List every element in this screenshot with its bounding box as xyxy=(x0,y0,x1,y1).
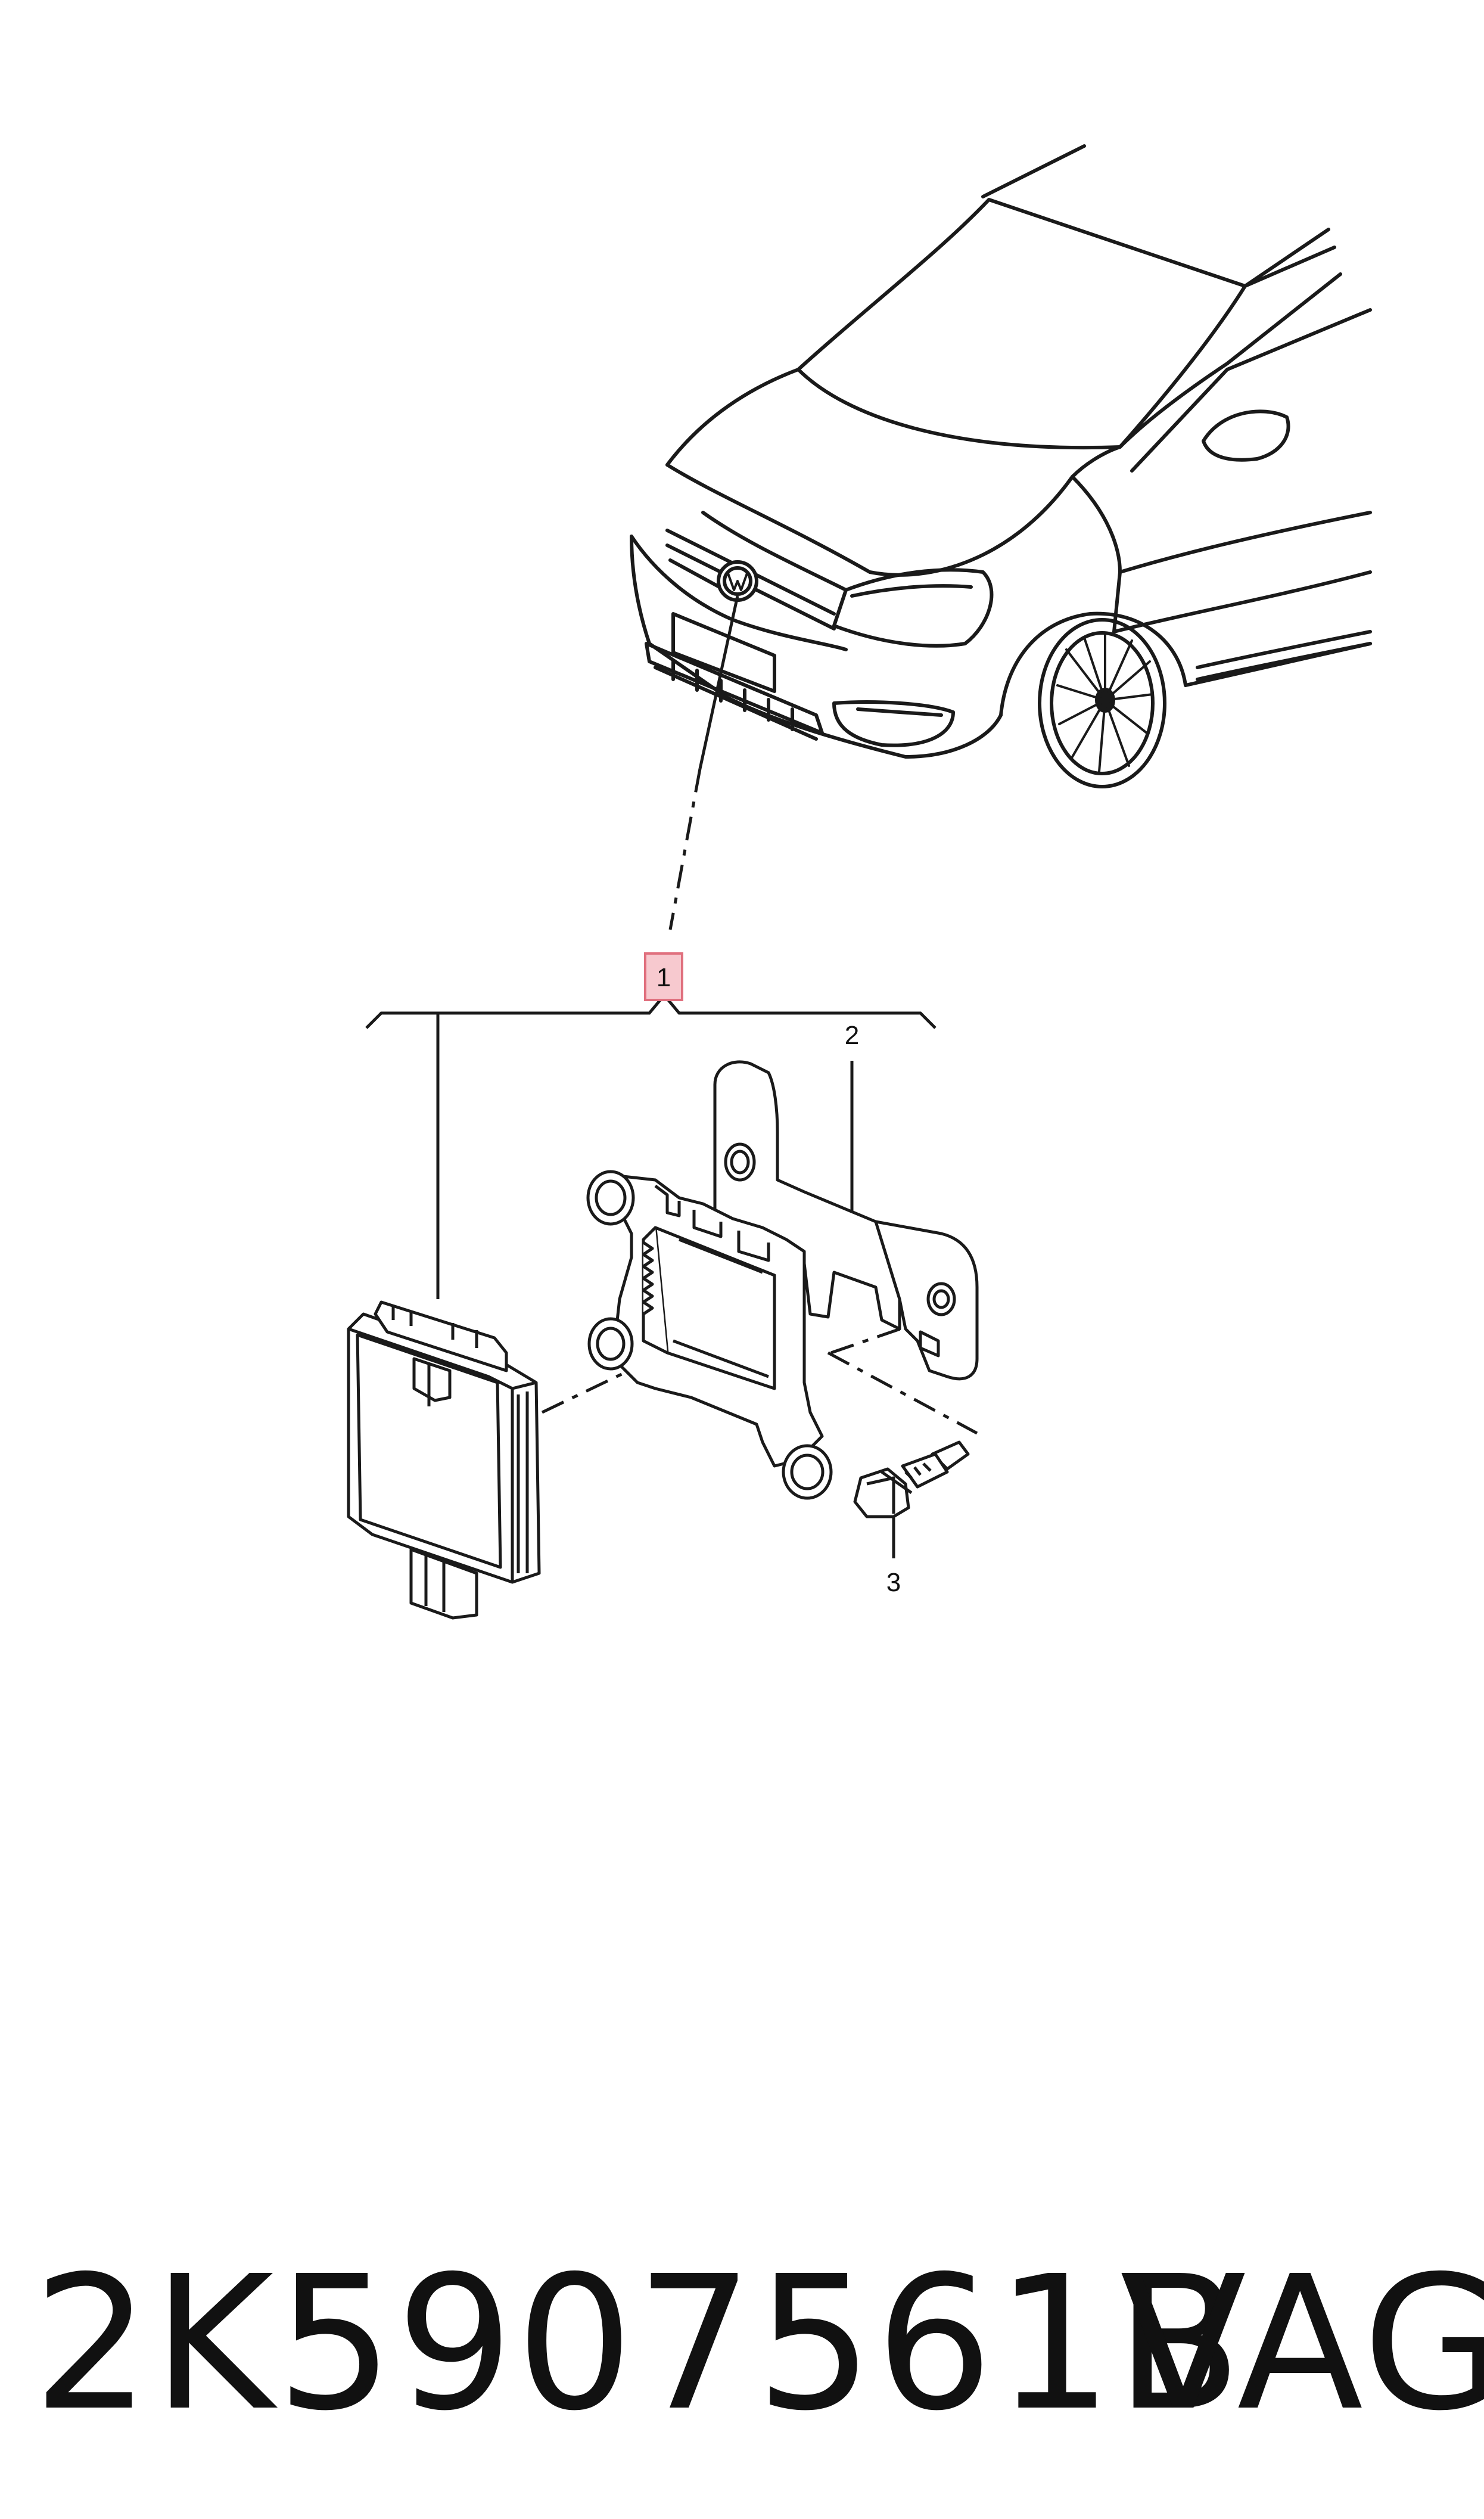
radar-control-unit xyxy=(347,1300,541,1620)
callout-3-label: 3 xyxy=(886,1568,901,1597)
brand-label: VAG xyxy=(1120,2237,1484,2452)
hex-bolt xyxy=(853,1440,970,1518)
callout-2[interactable]: 2 xyxy=(845,1021,859,1050)
callout-2-label: 2 xyxy=(845,1021,859,1050)
callout-1[interactable]: 1 xyxy=(644,952,683,1001)
callout-1-label: 1 xyxy=(657,963,671,992)
part-number: 2K5907561B xyxy=(33,2237,1245,2452)
mounting-bracket xyxy=(586,1060,979,1500)
callout-3[interactable]: 3 xyxy=(886,1568,901,1597)
vehicle-illustration xyxy=(630,144,1372,788)
